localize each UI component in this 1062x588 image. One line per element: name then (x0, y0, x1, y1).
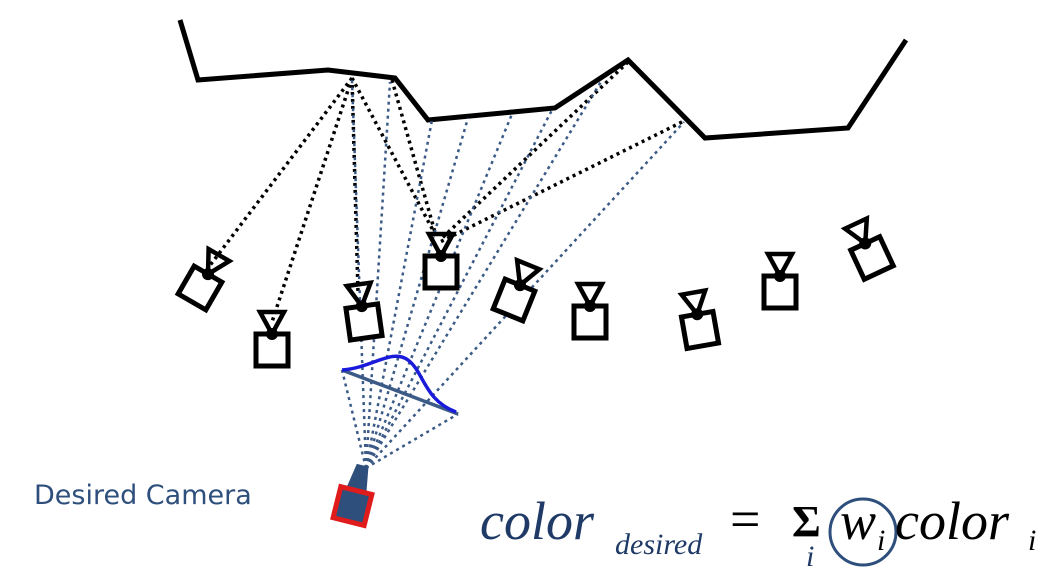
formula-rhs-subscript: i (1028, 524, 1037, 557)
formula-lhs-subscript: desired (615, 528, 703, 561)
camera-icon (571, 281, 609, 341)
surface-rays (206, 60, 683, 323)
camera-icon (677, 287, 722, 352)
camera-icon (342, 279, 385, 343)
camera-icon (253, 309, 291, 369)
sum-icon: Σ (792, 497, 821, 546)
formula-rhs: color (895, 491, 1009, 551)
scene-surface (177, 19, 909, 141)
blending-formula: color desired = Σ i w i color i (480, 489, 1060, 580)
weight-highlight-circle (828, 497, 898, 567)
desired-camera-caption: Desired Camera (34, 480, 252, 511)
camera-icon (761, 251, 799, 311)
formula-lhs: color (480, 491, 594, 551)
camera-icon (840, 214, 897, 283)
desired-rays (340, 79, 685, 470)
formula-sum-index: i (806, 540, 815, 573)
weight-curve (341, 354, 457, 414)
image-plane (341, 368, 459, 416)
formula-weight: w (840, 491, 877, 551)
camera-icon (174, 245, 234, 314)
camera-icon (489, 256, 544, 325)
desired-camera-icon (330, 463, 375, 529)
input-cameras (174, 214, 897, 369)
camera-icon (422, 231, 460, 291)
formula-weight-subscript: i (877, 524, 886, 557)
formula-equals: = (730, 489, 761, 549)
